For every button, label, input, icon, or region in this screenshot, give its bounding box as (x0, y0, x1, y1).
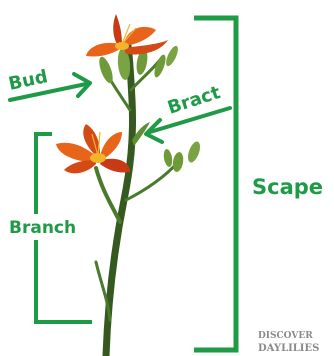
scape-annotation: Scape (194, 18, 323, 350)
daylily-plant-illustration (56, 14, 202, 356)
discover-daylilies-logo: DISCOVER DAYLILIES (258, 331, 319, 354)
bud (171, 151, 184, 172)
branch-label: Branch (9, 218, 76, 238)
watermark-line1: DISCOVER (258, 331, 313, 341)
bud (162, 148, 173, 167)
bract-annotation: Bract (146, 82, 230, 142)
branch-stem (96, 168, 120, 222)
watermark-line2: DAYLILIES (258, 343, 319, 354)
scape-label: Scape (252, 175, 323, 199)
bud-label: Bud (7, 66, 50, 95)
top-flower (86, 14, 168, 57)
scape-bracket (194, 18, 236, 350)
side-stem-right (126, 162, 178, 200)
bud-annotation: Bud (7, 66, 90, 100)
bud (97, 55, 116, 85)
bud (164, 44, 181, 67)
branch-flower (56, 124, 130, 173)
bud (186, 140, 203, 164)
